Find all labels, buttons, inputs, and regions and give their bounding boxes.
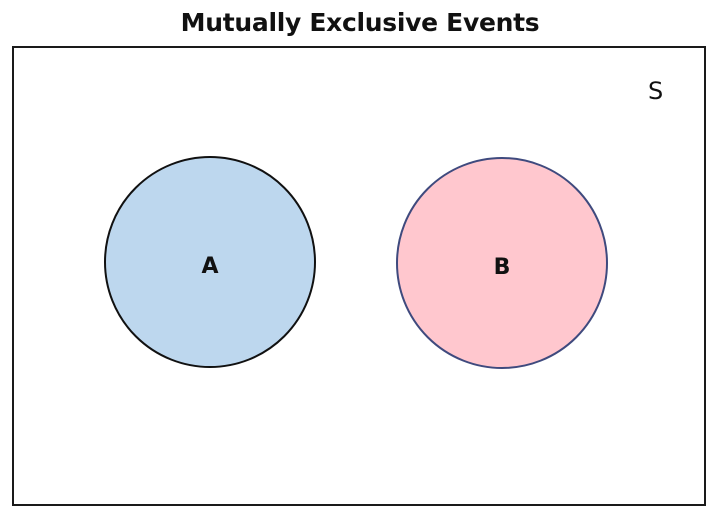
event-a-label: A (201, 253, 219, 279)
event-a-circle: A (104, 156, 316, 368)
sample-space-label: S (648, 77, 664, 105)
sample-space-frame (12, 46, 706, 506)
event-b-label: B (493, 254, 511, 280)
event-b-circle: B (396, 157, 608, 369)
diagram-title: Mutually Exclusive Events (180, 8, 540, 37)
